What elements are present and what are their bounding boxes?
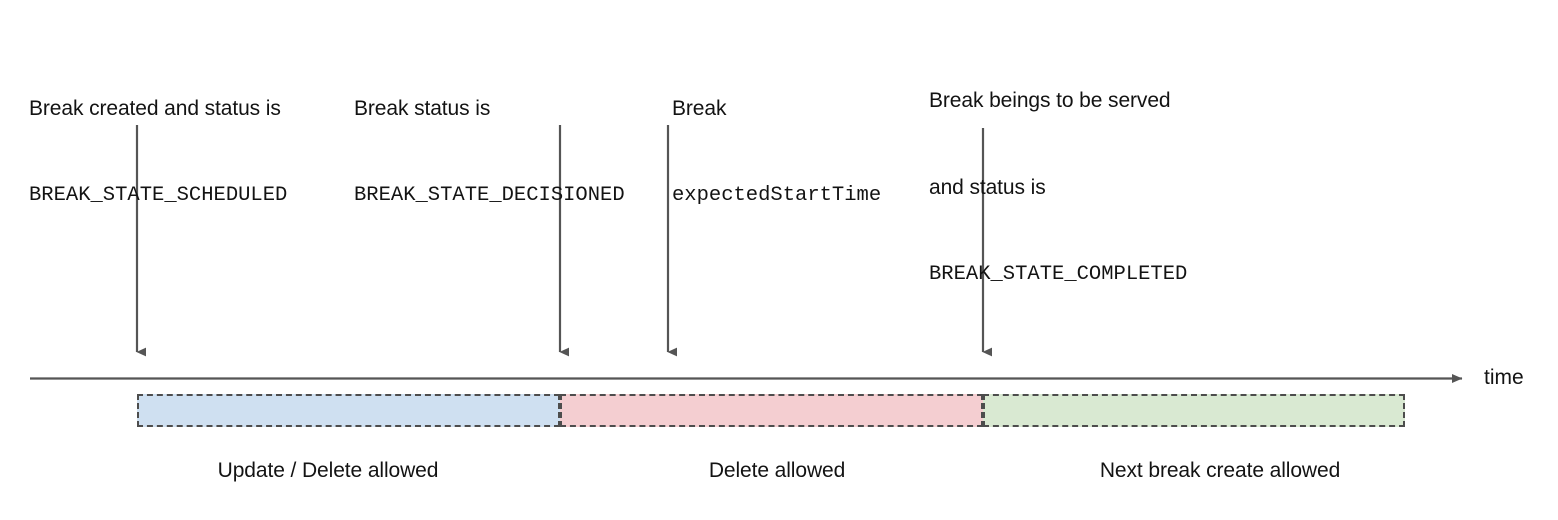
timeline-segment-update-delete bbox=[137, 394, 560, 427]
annotation-expected-start-time: Break expectedStartTime bbox=[672, 36, 881, 268]
segment-caption-update-delete: Update / Delete allowed bbox=[217, 459, 439, 482]
annotation-completed-line-1: Break beings to be served bbox=[929, 89, 1171, 112]
annotation-decisioned: Break status is BREAK_STATE_DECISIONED bbox=[354, 36, 625, 268]
annotation-expected-start-time-line-2: expectedStartTime bbox=[672, 184, 882, 207]
annotation-decisioned-line-1: Break status is bbox=[354, 97, 491, 120]
annotation-completed: Break beings to be served and status is … bbox=[929, 28, 1187, 347]
annotation-decisioned-line-2: BREAK_STATE_DECISIONED bbox=[354, 184, 625, 207]
annotation-completed-line-2: and status is bbox=[929, 176, 1046, 199]
timeline-segment-next-break-create bbox=[983, 394, 1405, 427]
segment-caption-next-break-create: Next break create allowed bbox=[1099, 459, 1341, 482]
time-axis-label: time bbox=[1484, 366, 1524, 389]
timeline-segment-delete-only bbox=[560, 394, 983, 427]
annotation-scheduled-line-1: Break created and status is bbox=[29, 97, 281, 120]
annotation-scheduled: Break created and status is BREAK_STATE_… bbox=[29, 36, 287, 268]
annotation-scheduled-line-2: BREAK_STATE_SCHEDULED bbox=[29, 184, 288, 207]
annotation-expected-start-time-line-1: Break bbox=[672, 97, 727, 120]
annotation-completed-line-3: BREAK_STATE_COMPLETED bbox=[929, 263, 1188, 286]
segment-caption-delete-only: Delete allowed bbox=[708, 459, 846, 482]
